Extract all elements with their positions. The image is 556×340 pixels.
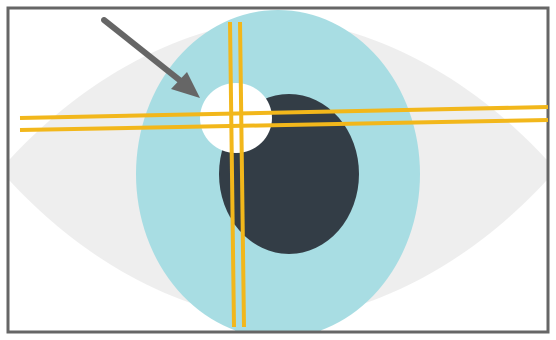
catchlight-highlight: [200, 83, 272, 153]
